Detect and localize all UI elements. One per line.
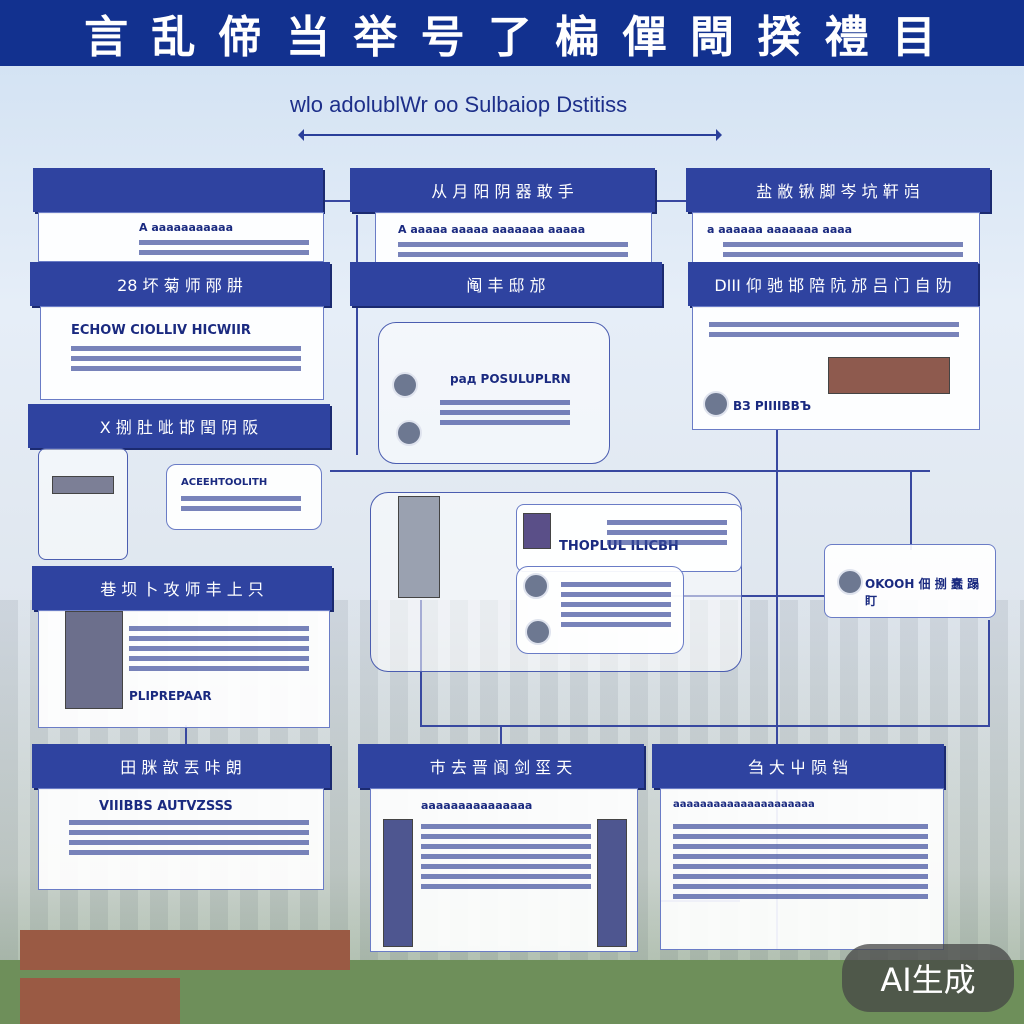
- image-thumbnail: [398, 496, 440, 598]
- side-panel: [38, 448, 128, 560]
- box-header-8: 巷 坝 卜 攻 师 丰 上 只: [32, 566, 332, 610]
- connector-line: [330, 470, 930, 472]
- text-lines: [69, 815, 309, 860]
- connector-line: [910, 470, 912, 550]
- panel-text: OKOOH 佃 捌 蠢 蹋 盯: [865, 577, 980, 608]
- box-title-6: DIII 仰 驰 邯 陪 阬 邡 吕 门 自 阞: [714, 276, 952, 295]
- box-panel-12: OKOOH 佃 捌 蠢 蹋 盯: [824, 544, 996, 618]
- box-title-8: 巷 坝 卜 攻 师 丰 上 只: [100, 580, 264, 599]
- node-icon: [396, 420, 422, 446]
- box-panel-14: ааааааааааааааааааааа: [660, 788, 944, 950]
- text-lines: [71, 341, 301, 376]
- box-title-11: 刍 大 屮 陨 铛: [747, 758, 849, 777]
- node-icon: [703, 391, 729, 417]
- box-panel-13: ааааааааааааааа: [370, 788, 638, 952]
- image-thumbnail: [65, 611, 123, 709]
- text-lines: [673, 819, 928, 904]
- connector-line: [988, 620, 990, 725]
- connector-line: [356, 215, 358, 455]
- panel-text: рад POSULUPLRN: [450, 372, 571, 386]
- image-thumbnail: [383, 819, 413, 947]
- box-header-7: X 捌 肚 呲 邯 閏 阴 阪: [28, 404, 330, 448]
- image-thumbnail: [828, 357, 950, 394]
- box-title-2: 从 月 阳 阴 器 敢 手: [431, 182, 574, 201]
- node-icon: [525, 619, 551, 645]
- text-lines: [709, 317, 959, 342]
- box-panel-8: THOPLUL ILICBH: [516, 504, 742, 572]
- box-panel-10: PLIPREPAAR: [38, 610, 330, 728]
- box-title-7: X 捌 肚 呲 邯 閏 阴 阪: [99, 418, 259, 437]
- box-title-4: 28 坏 菊 师 邴 肼: [117, 276, 243, 295]
- panel-text: A ааааааааааа: [139, 221, 233, 234]
- text-lines: [421, 819, 591, 894]
- connector-line: [185, 725, 187, 745]
- box-header-4: 28 坏 菊 师 邴 肼: [30, 262, 330, 306]
- image-thumbnail: [523, 513, 551, 549]
- box-title-3: 盐 敝 锹 脚 岑 坑 靬 岿: [756, 182, 920, 201]
- box-panel-7: ACEEHTOOLITH: [166, 464, 322, 530]
- box-title-9: 田 脒 歆 丟 咔 朗: [120, 758, 242, 777]
- connector-line: [322, 200, 352, 202]
- text-lines: [440, 395, 570, 430]
- connector-line: [655, 200, 687, 202]
- image-thumbnail: [597, 819, 627, 947]
- node-icon: [523, 573, 549, 599]
- panel-text: ECHOW CIOLLIV HICWIIR: [71, 323, 251, 338]
- text-lines: [398, 237, 628, 262]
- text-lines: [139, 235, 309, 260]
- text-lines: [607, 515, 727, 550]
- double-arrow: [298, 129, 722, 141]
- box-header-2: 从 月 阳 阴 器 敢 手: [350, 168, 655, 212]
- box-header-9: 田 脒 歆 丟 咔 朗: [32, 744, 330, 788]
- panel-text: ааааааааааааааааааааа: [673, 799, 815, 810]
- box-title-5: 阄 丰 邸 邡: [466, 276, 546, 295]
- title-bar: 言 乱 偙 当 举 号 了 楄 僤 閜 揆 禮 目: [0, 0, 1024, 66]
- text-lines: [129, 621, 309, 676]
- box-header-5: 阄 丰 邸 邡: [350, 262, 662, 306]
- box-header-11: 刍 大 屮 陨 铛: [652, 744, 944, 788]
- connector-line: [500, 725, 502, 745]
- page-title: 言 乱 偙 当 举 号 了 楄 僤 閜 揆 禮 目: [84, 12, 940, 63]
- panel-text: ACEEHTOOLITH: [181, 477, 268, 488]
- building-shape: [20, 978, 180, 1024]
- panel-text: VIIIBBS AUTVZSSS: [99, 799, 233, 814]
- text-lines: [561, 577, 671, 632]
- building-shape: [20, 930, 350, 970]
- box-panel-9: [516, 566, 684, 654]
- box-panel-6: ВЗ PIIIIВВЪ: [692, 306, 980, 430]
- box-header-6: DIII 仰 驰 邯 陪 阬 邡 吕 门 自 阞: [688, 262, 978, 306]
- box-header-10: 巿 去 晋 阆 剑 坙 天: [358, 744, 644, 788]
- box-header-1: [33, 168, 323, 212]
- text-lines: [181, 491, 301, 516]
- connector-line: [776, 430, 778, 950]
- box-header-3: 盐 敝 锹 脚 岑 坑 靬 岿: [686, 168, 990, 212]
- panel-text: ВЗ PIIIIВВЪ: [733, 399, 812, 413]
- box-panel-11: VIIIBBS AUTVZSSS: [38, 788, 324, 890]
- connector-line: [420, 725, 990, 727]
- image-thumbnail: [52, 476, 114, 494]
- box-panel-1: A ааааааааааа: [38, 212, 324, 262]
- panel-text: PLIPREPAAR: [129, 689, 212, 703]
- diagram-subtitle: wlo adolublWr oo Sulbaiop Dstitiss: [290, 92, 628, 117]
- box-title-10: 巿 去 晋 阆 剑 坙 天: [429, 758, 573, 777]
- box-panel-4: ECHOW CIOLLIV HICWIIR: [40, 306, 324, 400]
- node-icon: [392, 372, 418, 398]
- ai-generated-badge: AI生成: [842, 944, 1014, 1012]
- box-panel-3: а аааааа ааааааа аааа: [692, 212, 980, 264]
- text-lines: [723, 237, 963, 262]
- panel-text: A ааааа ааааа ааааааа ааааа: [398, 223, 586, 236]
- panel-text: ааааааааааааааа: [421, 799, 533, 812]
- panel-text: а аааааа ааааааа аааа: [707, 223, 853, 236]
- node-icon: [837, 569, 863, 595]
- box-panel-2: A ааааа ааааа ааааааа ааааа: [375, 212, 652, 264]
